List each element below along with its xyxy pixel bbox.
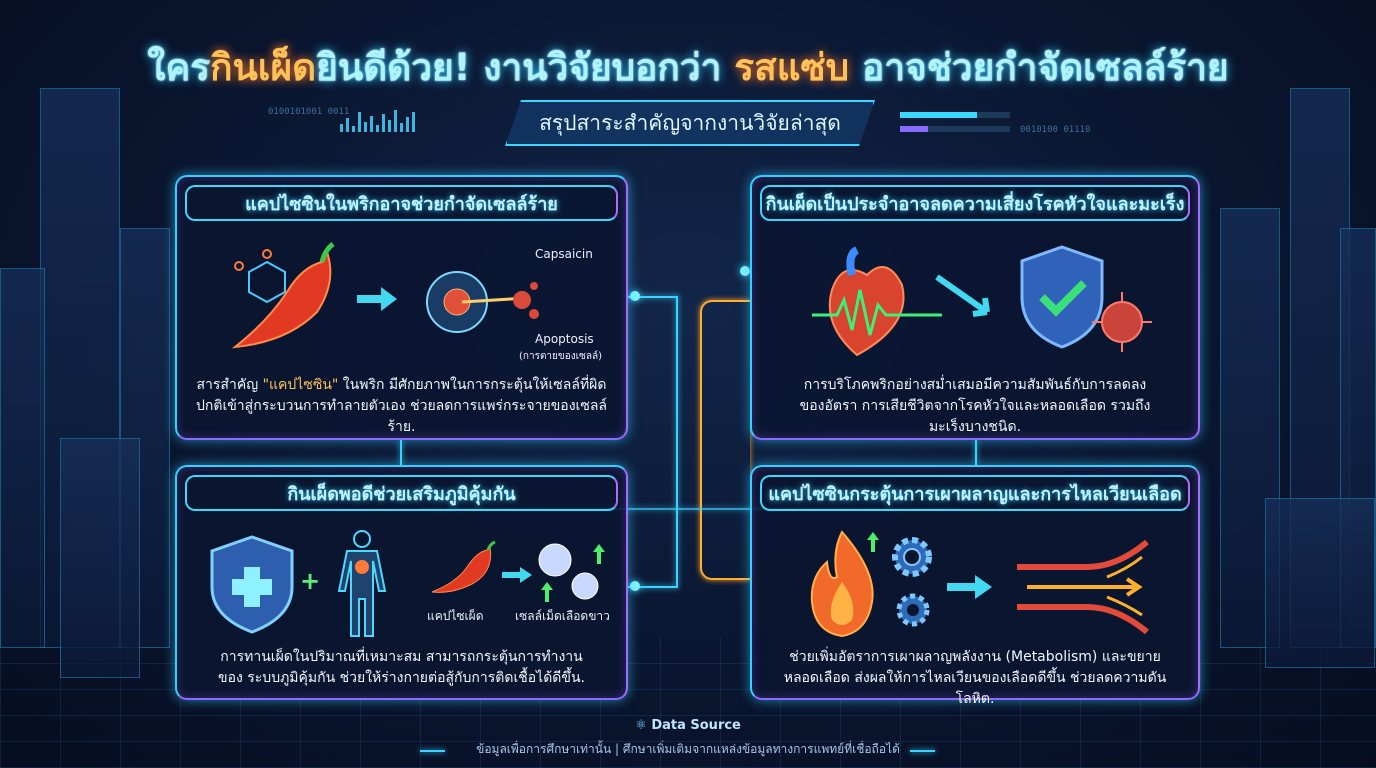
decor-code-right: 0010100 01110 [1020, 125, 1091, 135]
decor-progress [900, 112, 1010, 118]
gear-icon [892, 537, 932, 577]
connector-node [630, 581, 640, 591]
panel-heading: กินเผ็ดเป็นประจำอาจลดความเสี่ยงโรคหัวใจแ… [760, 185, 1190, 221]
label-apoptosis: Apoptosis [535, 332, 594, 346]
panel-text: การบริโภคพริกอย่างสม่ำเสมอมีความสัมพันธ์… [799, 377, 1151, 435]
blood-vessel-icon [1017, 539, 1149, 635]
label-white-blood-cell: เซลล์เม็ดเลือดขาว [515, 609, 610, 623]
gear-icon [896, 593, 930, 627]
connector-node [740, 266, 750, 276]
panel-text: ช่วยเพิ่มอัตราการเผาผลาญพลังงาน (Metabol… [783, 649, 1167, 707]
data-source-label: Data Source [651, 718, 741, 733]
decor-code-left: 0100101001 0011 [268, 107, 350, 117]
connector [628, 586, 678, 588]
building [0, 268, 45, 648]
white-blood-cell-icon [538, 543, 605, 602]
connector [400, 440, 402, 465]
human-body-icon [337, 530, 387, 637]
arrow-up-icon [867, 532, 879, 552]
shield-check-icon [1020, 245, 1104, 349]
virus-icon [1092, 292, 1152, 352]
footer-line [910, 750, 935, 752]
subtitle-text: สรุปสาระสำคัญจากงานวิจัยล่าสุด [539, 110, 841, 135]
panel-immunity: กินเผ็ดพอดีช่วยเสริมภูมิคุ้มกัน + แคปไซเ… [175, 465, 628, 700]
connector [628, 296, 678, 298]
panel-heading: แคปไซซินในพริกอาจช่วยกำจัดเซลล์ร้าย [185, 185, 618, 221]
label-apoptosis-th: (การตายของเซลล์) [519, 351, 602, 362]
panel-text: สารสำคัญ "แคปไซซิน" ในพริก มีศักยภาพในกา… [196, 377, 607, 435]
footer-line [420, 750, 445, 752]
footer-note: ข้อมูลเพื่อการศึกษาเท่านั้น | ศึกษาเพิ่ม… [476, 742, 900, 756]
connector-node [630, 291, 640, 301]
heart-icon [812, 246, 942, 357]
arrow-right-icon [947, 575, 992, 599]
molecule-icon [234, 249, 286, 304]
connector-glow [420, 508, 960, 510]
decor-bars [340, 110, 415, 132]
chili-pepper-icon [431, 540, 496, 593]
panel-capsaicin-cancer: แคปไซซินในพริกอาจช่วยกำจัดเซลล์ร้าย Caps… [175, 175, 628, 440]
panel-metabolism: แคปไซซินกระตุ้นการเผาผลาญและการไหลเวียนเ… [750, 465, 1200, 707]
connector [975, 440, 977, 465]
panel-heading: กินเผ็ดพอดีช่วยเสริมภูมิคุ้มกัน [185, 475, 618, 511]
building [60, 438, 140, 678]
panel-text: การทานเผ็ดในปริมาณที่เหมาะสม สามารถกระตุ… [218, 649, 585, 686]
chili-pepper-icon [231, 242, 335, 349]
flame-icon [810, 530, 874, 638]
page-title: ใครกินเผ็ดยินดีด้วย! งานวิจัยบอกว่า รสแซ… [147, 46, 1229, 89]
panel-heart-cancer-risk: กินเผ็ดเป็นประจำอาจลดความเสี่ยงโรคหัวใจแ… [750, 175, 1200, 440]
subtitle-banner: สรุปสาระสำคัญจากงานวิจัยล่าสุด [505, 100, 875, 146]
plus-icon: + [300, 567, 321, 595]
arrow-right-icon [357, 287, 397, 311]
label-chili: แคปไซเผ็ด [427, 609, 484, 623]
label-capsaicin: Capsaicin [535, 247, 593, 261]
shield-plus-icon [210, 535, 294, 634]
arrow-down-right-icon [935, 274, 990, 317]
building [1265, 498, 1375, 668]
panel-heading: แคปไซซินกระตุ้นการเผาผลาญและการไหลเวียนเ… [760, 475, 1190, 511]
decor-progress [900, 126, 1010, 132]
connector [676, 296, 678, 586]
brain-icon: ⚛ [635, 718, 652, 733]
connector-orange [700, 300, 750, 580]
data-source: ⚛ Data Source [0, 718, 1376, 733]
arrow-right-icon [502, 567, 532, 583]
cell-icon [426, 271, 539, 333]
